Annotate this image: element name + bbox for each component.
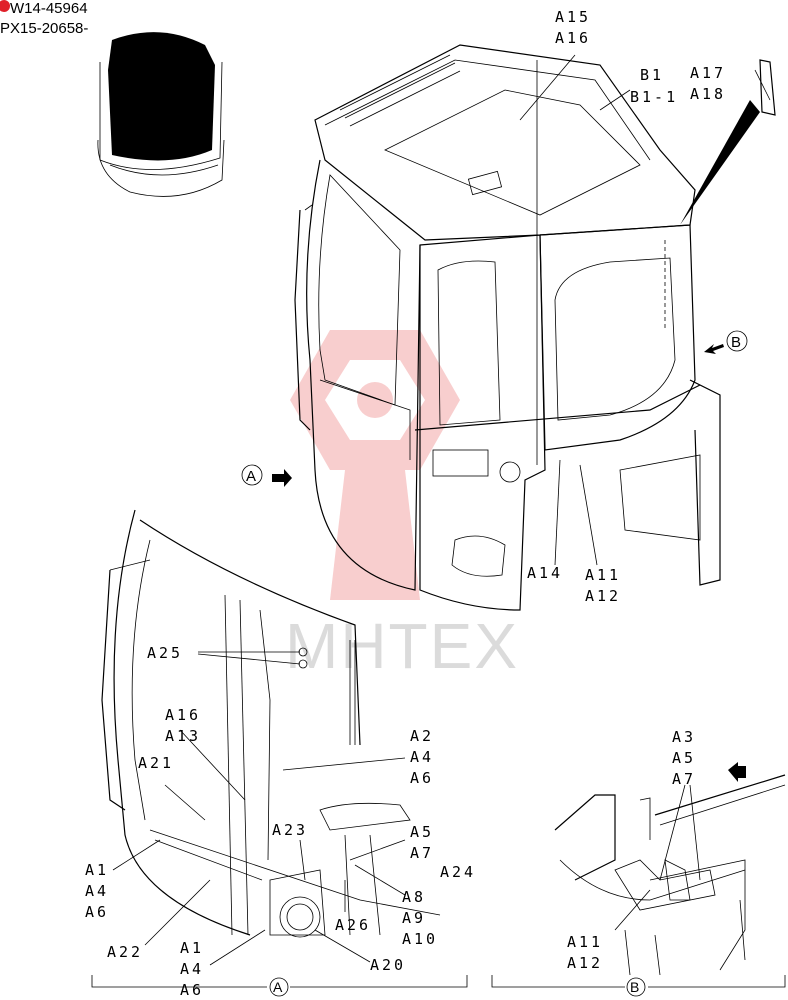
- label-da-a23: A23: [272, 821, 308, 839]
- view-b-marker: B: [726, 330, 748, 352]
- label-a17: A17: [690, 64, 726, 82]
- label-da-a6b: A6: [85, 903, 109, 921]
- label-da-a4: A4: [410, 748, 434, 766]
- label-da-a25: A25: [147, 644, 183, 662]
- label-da-a1c: A1: [180, 939, 204, 957]
- svg-text:A: A: [246, 468, 256, 485]
- svg-text:B: B: [731, 334, 741, 351]
- watermark-logo: [290, 330, 460, 600]
- label-da-a10: A10: [402, 930, 438, 948]
- label-da-a7: A7: [410, 844, 434, 862]
- label-da-a26: A26: [335, 916, 371, 934]
- label-db-a7: A7: [672, 770, 696, 788]
- label-b1-1: B1-1: [630, 88, 678, 106]
- label-da-a20: A20: [370, 956, 406, 974]
- label-da-a1: A1: [85, 861, 109, 879]
- label-da-a6c: A6: [180, 981, 204, 999]
- label-da-a24: A24: [440, 863, 476, 881]
- label-a15: A15: [555, 8, 591, 26]
- label-da-a21: A21: [138, 754, 174, 772]
- label-da-a13: A13: [165, 727, 201, 745]
- label-a14: A14: [527, 564, 563, 582]
- label-da-a16: A16: [165, 706, 201, 724]
- label-db-a11: A11: [567, 933, 603, 951]
- label-da-a8: A8: [402, 888, 426, 906]
- label-b1: B1: [640, 66, 664, 84]
- label-da-a2: A2: [410, 727, 434, 745]
- label-da-a6: A6: [410, 769, 434, 787]
- label-da-a22: A22: [107, 943, 143, 961]
- detail-b-drawing: [491, 762, 786, 988]
- ref-number-2: PX15-20658-: [0, 20, 88, 37]
- detail-a-marker: A: [269, 977, 289, 997]
- red-marker-icon: [0, 0, 10, 12]
- label-a18: A18: [690, 85, 726, 103]
- label-da-a4b: A4: [85, 882, 109, 900]
- svg-text:B: B: [630, 979, 639, 995]
- cab-main-drawing: [272, 44, 776, 611]
- label-a12: A12: [585, 587, 621, 605]
- ref-number-1: W14-45964: [10, 0, 88, 17]
- detail-a-drawing: [91, 509, 468, 988]
- view-a-marker: A: [241, 464, 263, 486]
- label-db-a3: A3: [672, 728, 696, 746]
- label-da-a9: A9: [402, 909, 426, 927]
- label-a16: A16: [555, 29, 591, 47]
- cab-thumbnail: [97, 32, 225, 197]
- label-a11: A11: [585, 566, 621, 584]
- watermark-text: MHTEX: [285, 610, 519, 682]
- label-db-a5: A5: [672, 749, 696, 767]
- label-da-a4c: A4: [180, 960, 204, 978]
- label-da-a5: A5: [410, 823, 434, 841]
- label-db-a12: A12: [567, 954, 603, 972]
- detail-b-marker: B: [626, 977, 646, 997]
- svg-text:A: A: [273, 979, 283, 995]
